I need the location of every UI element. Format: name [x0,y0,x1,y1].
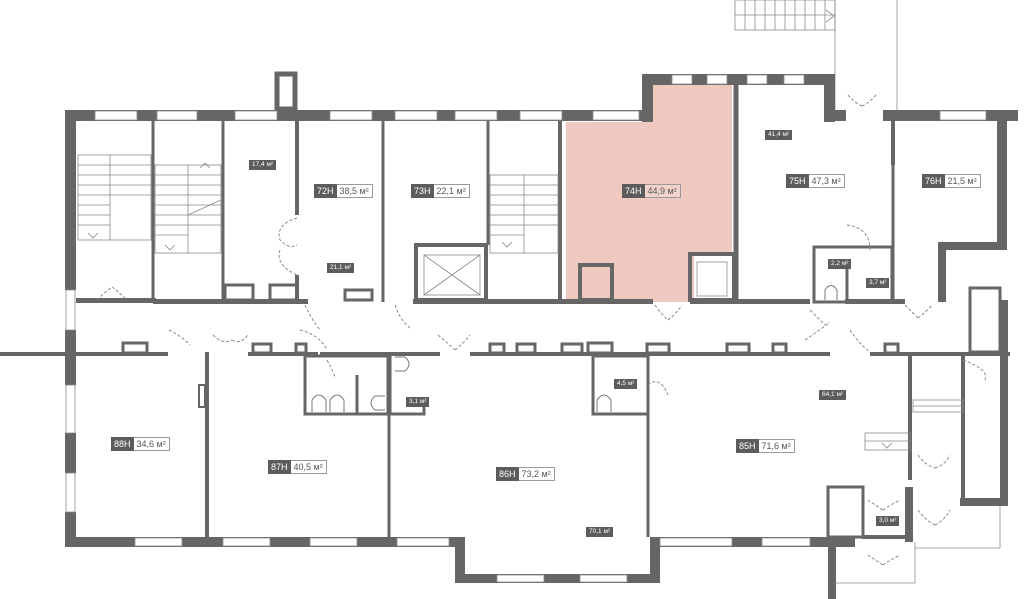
unit-label-76h[interactable]: 76Н 21,5 м² [922,174,981,188]
unit-area: 38,5 м² [336,184,373,198]
sub-area-21-1: 21,1 м² [327,263,355,273]
stairwells [77,154,559,254]
unit-code: 73Н [411,184,434,198]
unit-code: 72Н [314,184,337,198]
chimney [274,71,298,112]
unit-label-86h[interactable]: 86Н 73,2 м² [496,467,555,481]
unit-label-85h[interactable]: 85Н 71,6 м² [736,439,795,453]
unit-area: 22,1 м² [433,184,470,198]
doors [96,94,987,566]
sub-area-4-5: 4,5 м² [614,379,638,389]
unit-label-74h[interactable]: 74Н 44,9 м² [622,184,681,198]
unit-area: 21,5 м² [944,174,981,188]
unit-label-75h[interactable]: 75Н 47,3 м² [786,174,845,188]
sub-area-2-2: 2,2 м² [828,259,852,269]
unit-code: 75Н [786,174,809,188]
unit-code: 88Н [111,437,134,451]
unit-label-87h[interactable]: 87Н 40,5 м² [268,460,327,474]
interior-walls-bottom [0,286,1010,584]
unit-code: 86Н [496,467,519,481]
unit-label-73h[interactable]: 73Н 22,1 м² [411,184,470,198]
sub-area-3-0: 3,0 м² [876,516,900,526]
unit-area: 34,6 м² [133,437,170,451]
sub-area-17-4: 17,4 м² [249,160,277,170]
unit-area: 73,2 м² [518,467,555,481]
sub-area-41-4: 41,4 м² [765,130,793,140]
unit-area: 47,3 м² [808,174,845,188]
sub-area-3-7: 3,7 м² [866,278,890,288]
unit-area: 44,9 м² [644,184,681,198]
interior-walls-top [76,85,905,304]
unit-code: 87Н [268,460,291,474]
unit-label-88h[interactable]: 88Н 34,6 м² [111,437,170,451]
windows [65,74,987,583]
unit-label-72h[interactable]: 72Н 38,5 м² [314,184,373,198]
sub-area-64-1: 64,1 м² [819,390,847,400]
unit-area: 40,5 м² [290,460,327,474]
unit-code: 76Н [922,174,945,188]
unit-code: 85Н [736,439,759,453]
sub-area-3-1: 3,1 м² [406,397,430,407]
unit-area: 71,6 м² [758,439,795,453]
sub-area-70-1: 70,1 м² [586,527,614,537]
exterior-stair-top [734,0,898,110]
unit-code: 74Н [622,184,645,198]
